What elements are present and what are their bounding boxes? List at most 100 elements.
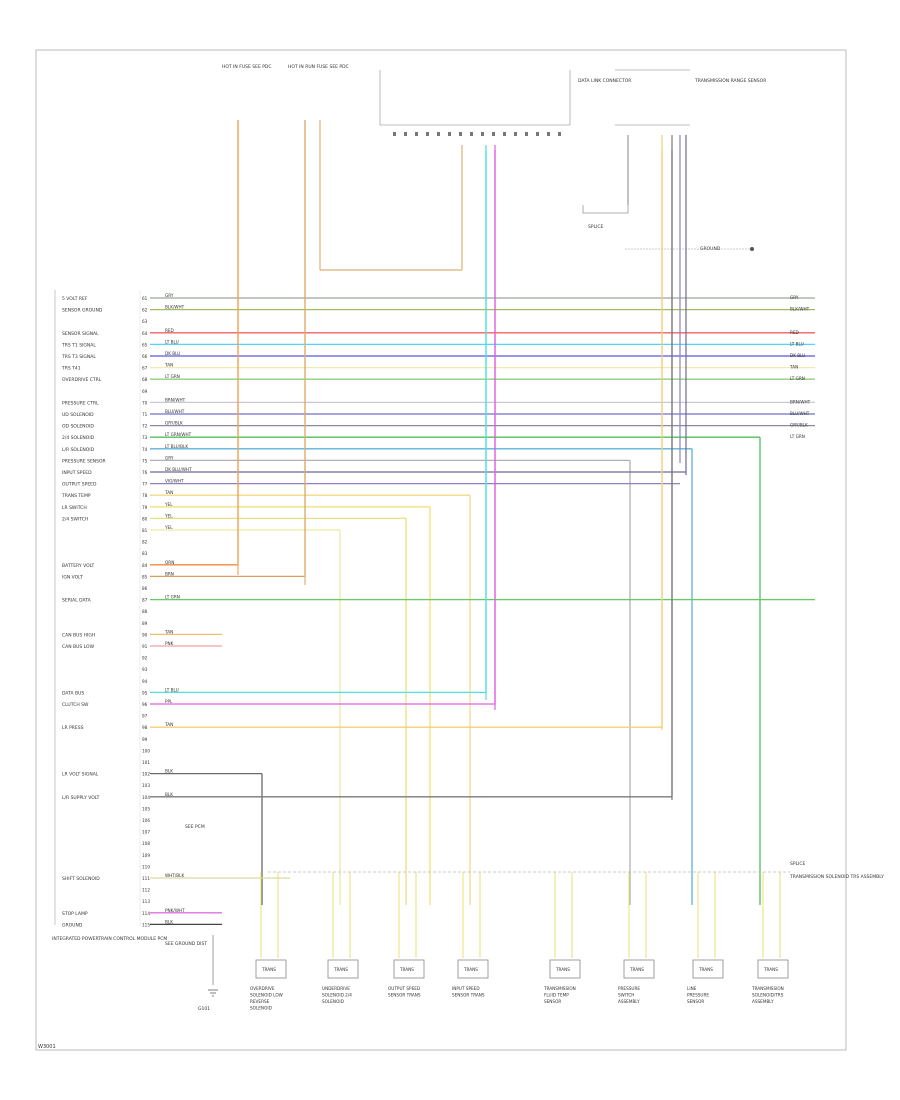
- dlc-pin: [547, 132, 550, 136]
- wire-color-label: TAN: [164, 490, 173, 495]
- right-wire-label: GRY: [790, 295, 799, 300]
- pcm-signal-label: LR PRESS: [62, 725, 84, 731]
- pcm-pin-number: 111: [142, 876, 150, 881]
- pcm-pin-column: 6162636465666768697071727374757677787980…: [142, 296, 150, 927]
- wire-color-label: LT GRN/WHT: [165, 432, 192, 437]
- pcm-pin-number: 79: [142, 505, 148, 510]
- pcm-pin-number: 114: [142, 911, 150, 916]
- bottom-component-box: [327, 959, 359, 979]
- pcm-pin-number: 72: [142, 424, 148, 429]
- right-wire-label: LT BLU: [790, 341, 804, 346]
- pcm-pin-number: 77: [142, 482, 148, 487]
- bottom-component-label: FLUID TEMP: [544, 993, 569, 998]
- hot-fuse-1-label: HOT IN FUSE SEE PDC: [222, 64, 272, 70]
- pcm-signal-label: 2/4 SOLENOID: [62, 435, 95, 441]
- wire-color-label: LT BLU: [165, 687, 179, 692]
- pcm-pin-number: 94: [142, 679, 148, 684]
- pcm-pin-number: 61: [142, 296, 148, 301]
- bottom-component-sub: TRANS: [763, 967, 778, 972]
- pcm-pin-number: 90: [142, 632, 148, 637]
- wire-color-label: LT BLU/BLK: [165, 444, 188, 449]
- bottom-component-label: UNDERDRIVE: [322, 986, 350, 991]
- footer-code: W3001: [38, 1044, 56, 1050]
- pcm-pin-number: 105: [142, 806, 150, 811]
- right-wire-label: LT GRN: [790, 376, 805, 381]
- wire-color-label: BRN/WHT: [165, 397, 186, 402]
- dlc-pin: [426, 132, 429, 136]
- pcm-pin-number: 91: [142, 644, 148, 649]
- pcm-pin-number: 107: [142, 830, 150, 835]
- pcm-pin-number: 73: [142, 435, 148, 440]
- pcm-pin-number: 69: [142, 389, 148, 394]
- pcm-signal-label: LR SWITCH: [62, 505, 87, 511]
- dlc-pin: [393, 132, 396, 136]
- pcm-pin-number: 108: [142, 841, 150, 846]
- pcm-pin-number: 84: [142, 563, 148, 568]
- pcm-pin-number: 66: [142, 354, 148, 359]
- trans-splice-label: SPLICE: [588, 224, 604, 230]
- bottom-component-label: ASSEMBLY: [752, 999, 774, 1004]
- bottom-component-label: SOLENOID: [250, 1006, 272, 1011]
- pcm-pin-number: 82: [142, 540, 148, 545]
- pcm-pin-number: 99: [142, 737, 148, 742]
- pcm-signal-label: CAN BUS HIGH: [62, 632, 95, 638]
- pcm-signal-label: UD SOLENOID: [62, 412, 94, 418]
- left-ground-label: G101: [198, 1006, 210, 1012]
- dlc-pin: [437, 132, 440, 136]
- trs-label: TRANSMISSION RANGE SENSOR: [694, 78, 766, 84]
- dlc-pin: [470, 132, 473, 136]
- pcm-signal-label: LR VOLT SIGNAL: [62, 772, 99, 778]
- wire-color-label: BLK/WHT: [165, 305, 185, 310]
- wire-color-label: DK BLU/WHT: [165, 467, 192, 472]
- pcm-signal-label: TRS T3 SIGNAL: [61, 354, 96, 360]
- bottom-component-label: SOLENOID LOW: [250, 993, 283, 998]
- dlc-pin: [514, 132, 517, 136]
- bottom-component-label: REVERSE: [250, 999, 270, 1004]
- pcm-pin-number: 104: [142, 795, 150, 800]
- right-note: TRANSMISSION SOLENOID TRS ASSEMBLY: [789, 874, 884, 880]
- diagram-frame: [35, 49, 847, 1051]
- wire-color-label: LT GRN: [165, 374, 180, 379]
- pcm-pin-number: 78: [142, 493, 148, 498]
- right-wire-label: GRY/BLK: [790, 423, 808, 428]
- dlc-pin: [492, 132, 495, 136]
- wire-color-label: VIO/WHT: [165, 479, 184, 484]
- pcm-pin-number: 93: [142, 667, 148, 672]
- wire-color-label: GRY: [165, 455, 174, 460]
- wire-color-label: TAN: [164, 363, 173, 368]
- pcm-pin-number: 102: [142, 772, 150, 777]
- wire-color-label: YEL: [164, 513, 173, 518]
- pcm-pin-number: 98: [142, 725, 148, 730]
- wire-color-label: TAN: [164, 722, 173, 727]
- wire-color-label: BLK: [165, 792, 173, 797]
- pcm-signal-label: OUTPUT SPEED: [62, 482, 97, 488]
- pcm-pin-number: 71: [142, 412, 148, 417]
- pcm-pin-number: 65: [142, 342, 148, 347]
- right-wire-label: BRN/WHT: [790, 399, 811, 404]
- right-wire-label: BLU/WHT: [790, 411, 810, 416]
- pcm-pin-number: 81: [142, 528, 148, 533]
- pcm-pin-number: 92: [142, 656, 148, 661]
- wire-color-label: BLK: [165, 919, 173, 924]
- right-wire-label: BLK/WHT: [790, 307, 810, 312]
- wire-color-label: PNK/WHT: [165, 908, 185, 913]
- pcm-signal-label: 5 VOLT REF: [62, 296, 88, 302]
- ground-note: SEE GROUND DIST: [165, 941, 207, 947]
- pcm-pin-number: 83: [142, 551, 148, 556]
- wire-color-label: RED: [165, 328, 174, 333]
- pcm-signal-label: PRESSURE SENSOR: [62, 458, 106, 464]
- pcm-pin-number: 64: [142, 331, 148, 336]
- dlc-pin: [459, 132, 462, 136]
- hot-fuse-2-label: HOT IN RUN FUSE SEE PDC: [288, 64, 349, 70]
- trans-splice-bracket: [582, 205, 629, 214]
- bottom-component-label: SENSOR: [687, 999, 704, 1004]
- dlc-pin-row: [393, 132, 561, 136]
- pcm-pin-number: 103: [142, 783, 150, 788]
- pcm-pin-number: 113: [142, 899, 150, 904]
- pcm-pin-number: 74: [142, 447, 148, 452]
- dlc-pin: [481, 132, 484, 136]
- wire-color-label: LT GRN: [165, 595, 180, 600]
- pcm-signal-label: CLUTCH SW: [62, 702, 89, 708]
- right-wire-label: RED: [790, 330, 799, 335]
